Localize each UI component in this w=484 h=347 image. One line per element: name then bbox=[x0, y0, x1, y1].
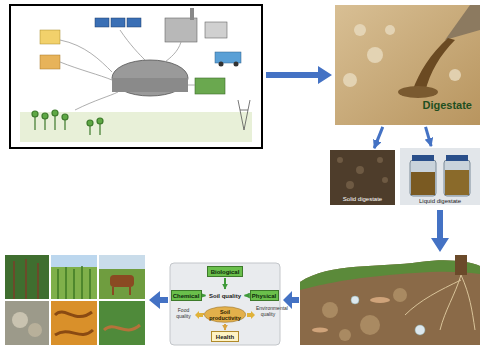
flow-arrow bbox=[224, 324, 226, 330]
process-box: Physical bbox=[250, 290, 279, 301]
process-box: Biological bbox=[207, 266, 243, 277]
outcome-label: Environmental quality bbox=[256, 305, 280, 317]
node-text: Soil quality bbox=[209, 293, 241, 299]
node-text: Solid digestate bbox=[343, 196, 382, 202]
flow-arrow bbox=[203, 295, 206, 297]
process-box: Chemical bbox=[171, 290, 202, 301]
node-text: Health bbox=[216, 334, 234, 340]
node-text: Soil productivity bbox=[208, 309, 242, 321]
node-text: Chemical bbox=[173, 293, 200, 299]
image-node: Solid digestate bbox=[330, 150, 395, 205]
image-node: Digestate bbox=[335, 5, 480, 125]
outcome-label: Food quality bbox=[171, 307, 196, 319]
node-text: Digestate bbox=[422, 99, 472, 111]
flow-arrow bbox=[374, 127, 383, 148]
image-node: Soil quality bbox=[207, 290, 244, 301]
flow-arrow bbox=[224, 278, 226, 289]
flow-arrow bbox=[245, 295, 249, 297]
node-text: Biological bbox=[211, 269, 240, 275]
process-box: Health bbox=[211, 331, 239, 342]
flow-arrow bbox=[426, 127, 432, 146]
node-text: Physical bbox=[252, 293, 276, 299]
oval-node: Soil productivity bbox=[204, 306, 246, 323]
image-node: Liquid digestate bbox=[400, 148, 480, 205]
node-text: Liquid digestate bbox=[419, 198, 461, 204]
